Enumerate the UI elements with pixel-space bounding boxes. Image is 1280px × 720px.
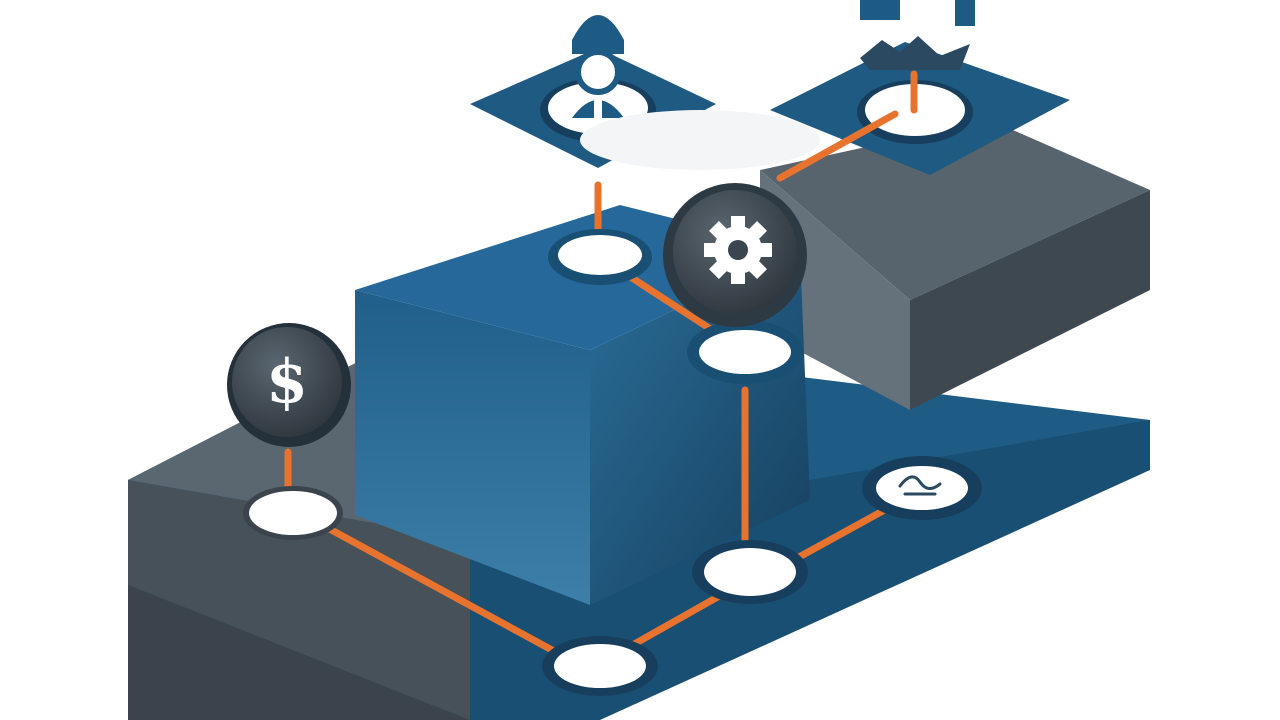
halo	[580, 110, 820, 170]
dollar-icon: $	[266, 347, 308, 417]
node	[243, 486, 343, 540]
dollar-badge: $	[227, 323, 351, 447]
right-upper-block	[760, 120, 1150, 410]
path-partner-to-gear	[776, 110, 899, 182]
handshake-icon	[860, 0, 975, 70]
partner-diamond-panel	[770, 0, 1070, 175]
person-icon	[572, 15, 624, 120]
path-dollar-to-bottom	[298, 510, 578, 666]
node	[542, 636, 658, 696]
path-nodes	[243, 229, 982, 696]
node	[862, 456, 982, 520]
node	[692, 540, 808, 604]
node	[687, 320, 803, 384]
node	[548, 229, 652, 285]
gear-badge	[663, 183, 807, 327]
signature-icon	[898, 475, 942, 496]
gear-icon	[704, 216, 772, 284]
